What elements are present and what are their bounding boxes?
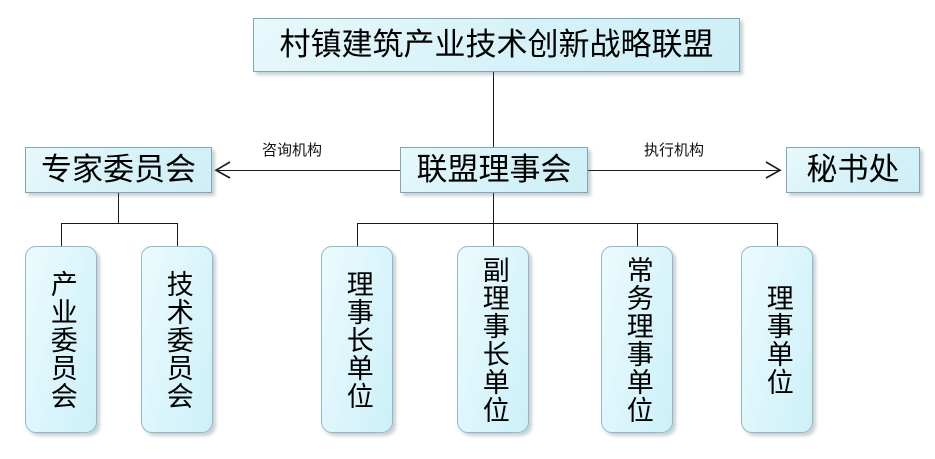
- connector-council-drop-4: [777, 223, 778, 246]
- connector-council-drop-2: [493, 223, 494, 246]
- arrowhead-left-icon: [214, 161, 231, 179]
- node-chairman-unit[interactable]: 理事长单位: [321, 246, 393, 433]
- node-secretariat-label: 秘书处: [806, 151, 900, 188]
- edge-label-executive-body: 执行机构: [644, 141, 705, 159]
- node-chairman-unit-label: 理事长单位: [341, 269, 373, 410]
- node-expert-committee[interactable]: 专家委员会: [25, 147, 212, 193]
- connector-expert-bus: [61, 223, 177, 224]
- connector-council-stem: [493, 193, 494, 223]
- node-industry-committee[interactable]: 产业委员会: [25, 246, 97, 433]
- connector-expert-drop-1: [61, 223, 62, 246]
- connector-council-to-secretariat: [588, 170, 781, 171]
- node-director-unit-label: 理事单位: [761, 283, 793, 396]
- node-alliance-title-label: 村镇建筑产业技术创新战略联盟: [279, 26, 714, 63]
- node-vice-chairman-unit-label: 副理事长单位: [477, 255, 509, 424]
- node-executive-director-unit[interactable]: 常务理事单位: [601, 246, 673, 433]
- node-expert-committee-label: 专家委员会: [41, 151, 196, 188]
- edge-label-consulting-body: 咨询机构: [262, 141, 323, 159]
- node-executive-director-unit-label: 常务理事单位: [621, 255, 653, 424]
- node-alliance-council-label: 联盟理事会: [416, 151, 572, 188]
- connector-council-bus: [357, 223, 777, 224]
- node-technology-committee[interactable]: 技术委员会: [141, 246, 213, 433]
- node-alliance-council[interactable]: 联盟理事会: [400, 147, 588, 193]
- node-technology-committee-label: 技术委员会: [161, 269, 193, 410]
- connector-council-to-expert: [218, 170, 400, 171]
- connector-expert-stem: [118, 193, 119, 223]
- arrowhead-right-icon: [765, 161, 782, 179]
- node-secretariat[interactable]: 秘书处: [786, 147, 920, 193]
- node-director-unit[interactable]: 理事单位: [741, 246, 813, 433]
- connector-title-to-council: [493, 72, 494, 147]
- connector-expert-drop-2: [177, 223, 178, 246]
- node-vice-chairman-unit[interactable]: 副理事长单位: [457, 246, 529, 433]
- node-alliance-title[interactable]: 村镇建筑产业技术创新战略联盟: [253, 18, 740, 72]
- node-industry-committee-label: 产业委员会: [45, 269, 77, 410]
- connector-council-drop-1: [357, 223, 358, 246]
- connector-council-drop-3: [637, 223, 638, 246]
